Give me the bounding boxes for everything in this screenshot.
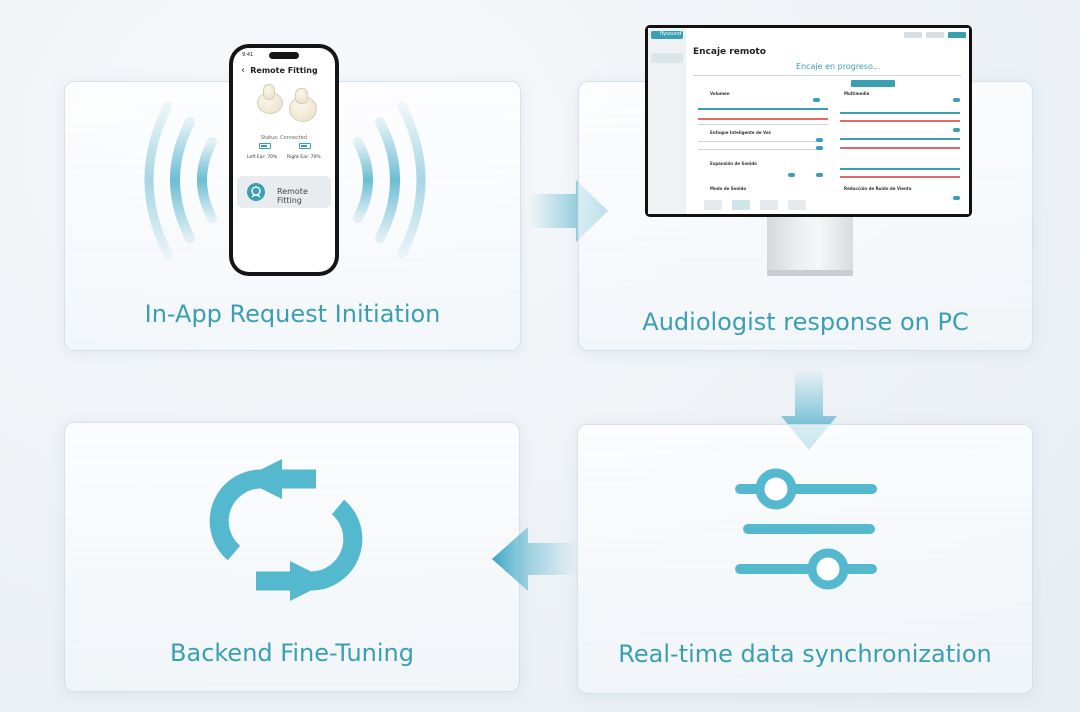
remote-fitting-button[interactable]: Remote Fitting	[237, 176, 331, 208]
smartphone: 9:41 ‹ Remote Fitting Status: Connected …	[229, 44, 339, 276]
section-sound-expansion: Expansión de Sonido	[710, 161, 757, 166]
remote-fitting-icon	[247, 183, 265, 201]
left-ear-level: Left Ear: 70%	[247, 155, 278, 160]
app-logo-text: flysound	[660, 31, 682, 37]
step-title: Audiologist response on PC	[642, 308, 969, 336]
fitting-progress-text: Encaje en progreso...	[796, 62, 881, 71]
left-battery-icon	[259, 143, 271, 149]
app-logo	[651, 31, 683, 39]
monitor-base	[767, 270, 853, 276]
remote-fitting-label: Remote Fitting	[277, 187, 308, 205]
fitting-software-screen: flysound Encaje remoto Encaje en progres…	[648, 28, 969, 214]
section-voice-focus: Enfoque Inteligente de Voz	[710, 130, 771, 135]
step-title: In-App Request Initiation	[144, 300, 441, 328]
phone-notch	[269, 52, 299, 59]
active-tab[interactable]	[851, 80, 895, 87]
refresh-cycle-icon	[209, 459, 363, 601]
back-chevron-icon[interactable]: ‹	[241, 65, 245, 76]
phone-time: 9:41	[242, 52, 254, 58]
section-wind-noise: Reducción de Ruido de Viento	[844, 186, 912, 191]
phone-screen: 9:41 ‹ Remote Fitting Status: Connected …	[233, 48, 335, 272]
software-title: Encaje remoto	[693, 47, 766, 57]
hearing-aid-icon	[253, 80, 319, 130]
monitor-stand	[767, 216, 853, 274]
section-sound-mode: Modo de Sonido	[710, 186, 747, 191]
step-card-real-time-sync: Real-time data synchronization	[577, 424, 1033, 694]
step-card-backend-fine-tuning: Backend Fine-Tuning	[64, 422, 520, 692]
section-volume: Volumen	[710, 91, 730, 96]
software-sidebar: flysound	[648, 28, 686, 214]
section-multimedia: Multimedia	[844, 91, 870, 96]
right-battery-icon	[299, 143, 311, 149]
sound-wave-icon	[144, 101, 426, 259]
desktop-monitor: flysound Encaje remoto Encaje en progres…	[645, 25, 972, 217]
step-title: Real-time data synchronization	[618, 640, 992, 668]
step-title: Backend Fine-Tuning	[170, 639, 414, 667]
right-ear-level: Right Ear: 70%	[287, 155, 321, 160]
sliders-icon	[735, 468, 877, 590]
phone-title: Remote Fitting	[250, 66, 318, 75]
connection-status: Status: Connected	[260, 135, 308, 141]
arrow-left-icon	[492, 527, 578, 591]
